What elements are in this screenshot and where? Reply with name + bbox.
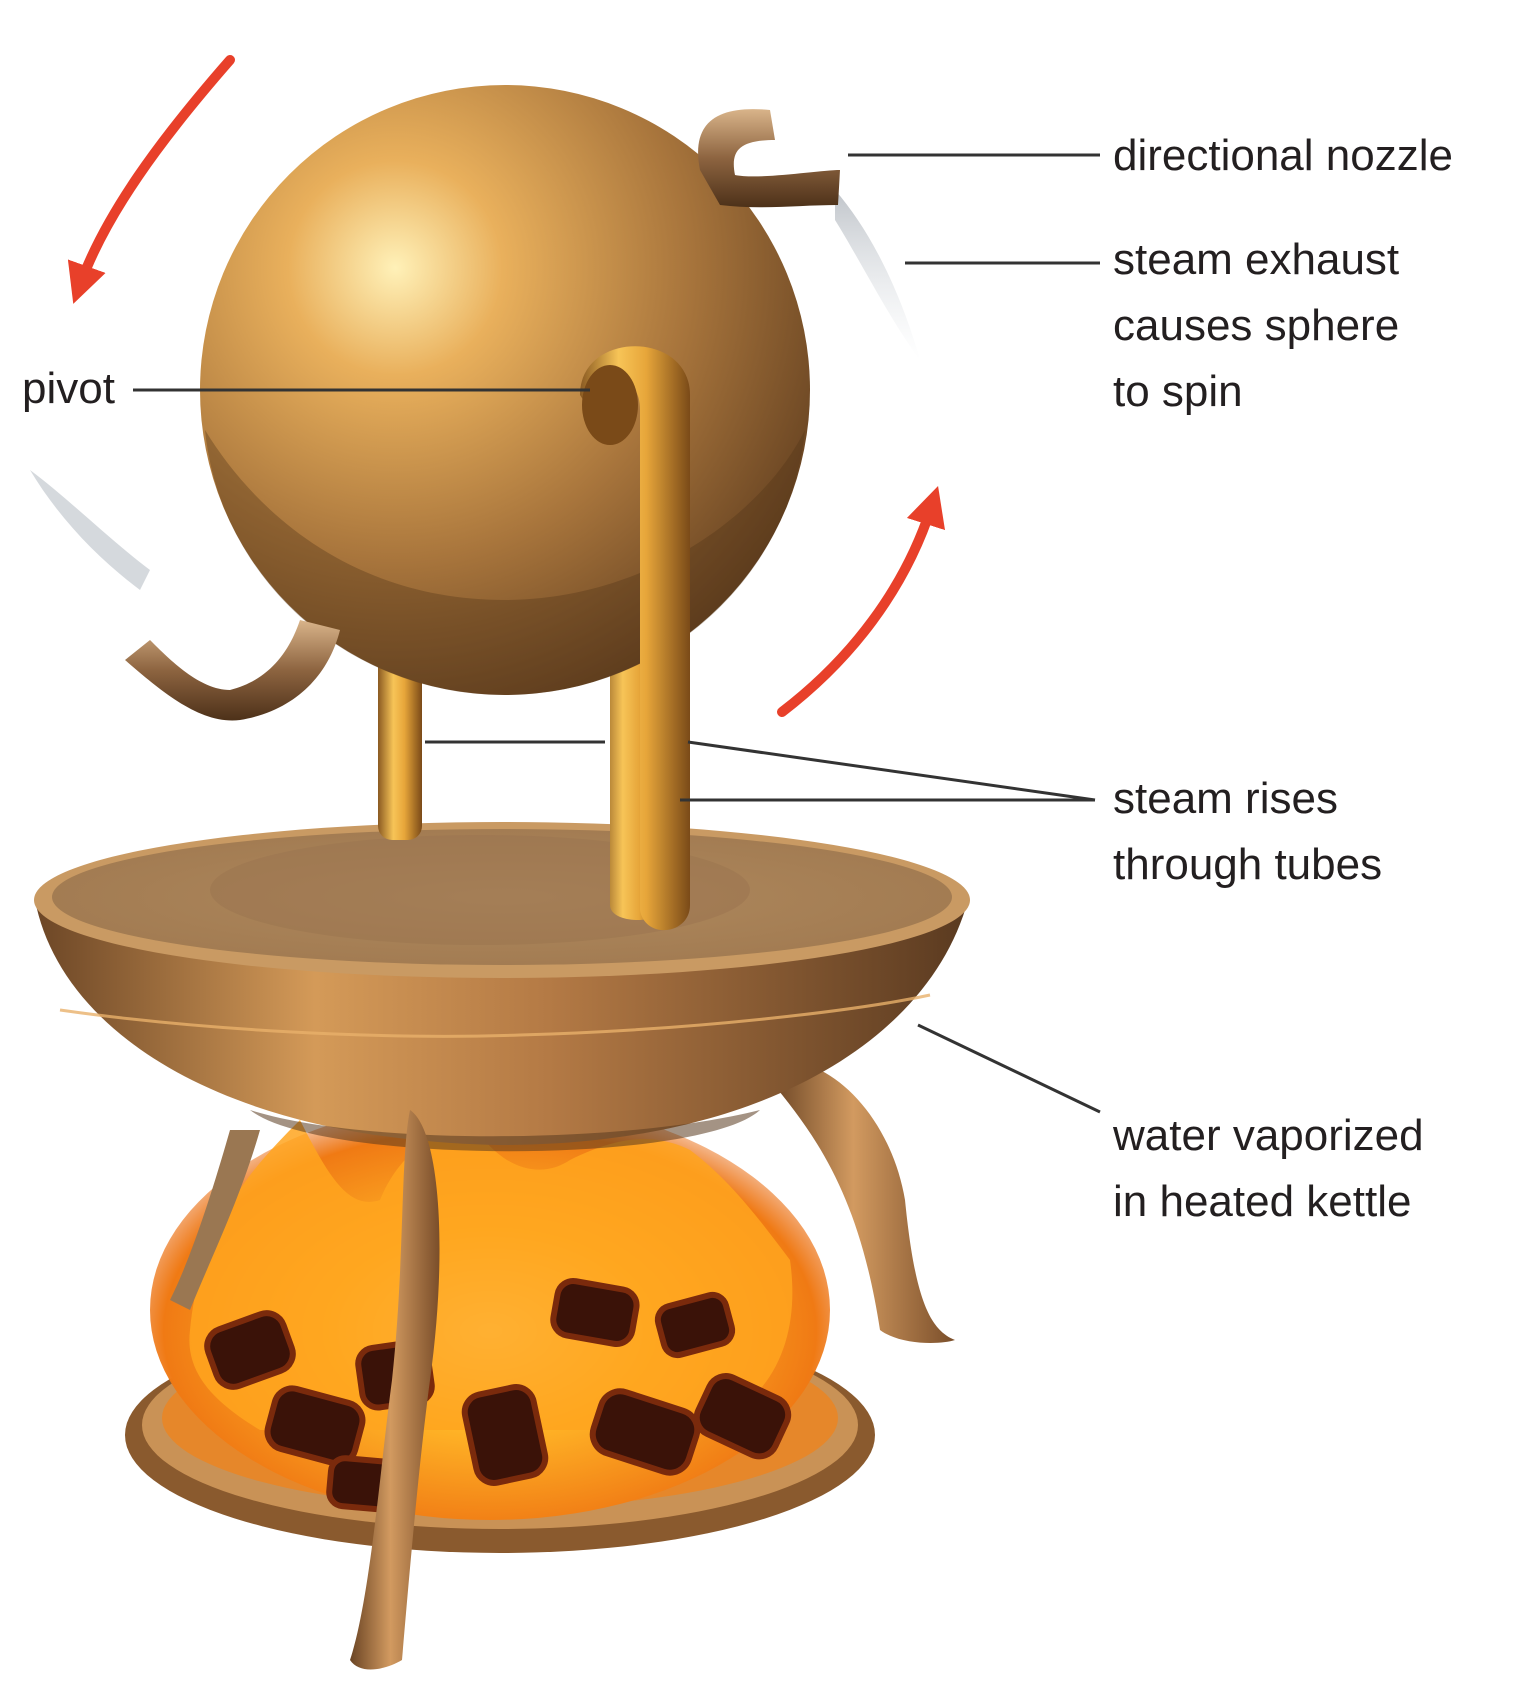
curved-arrow-icon [67, 55, 945, 717]
steam-rises-line-1: steam rises [1113, 774, 1338, 823]
steam-rises-line-2: through tubes [1113, 840, 1383, 889]
leader-lines [133, 153, 1101, 1114]
steam-plumes [30, 190, 920, 590]
kettle-leg-front [350, 1110, 440, 1670]
water-vaporized-line-1: water vaporized [1113, 1111, 1424, 1160]
pivot-label: pivot [22, 364, 115, 413]
coals [204, 1277, 792, 1513]
steam-exhaust-line-1: steam exhaust [1113, 235, 1400, 284]
nozzles [125, 109, 840, 721]
pivot-cap [580, 346, 690, 931]
steam-exhaust-line-3: to spin [1113, 367, 1243, 416]
steam-exhaust-line-2: causes sphere [1113, 301, 1400, 350]
water-vaporized-line-2: in heated kettle [1113, 1177, 1412, 1226]
steam-rises-label: steam rises through tubes [1113, 766, 1382, 898]
water-vaporized-label: water vaporized in heated kettle [1113, 1103, 1424, 1235]
steam-exhaust-label: steam exhaust causes sphere to spin [1113, 227, 1399, 425]
directional-nozzle-label: directional nozzle [1113, 131, 1453, 180]
kettle-legs-back [170, 1070, 955, 1343]
